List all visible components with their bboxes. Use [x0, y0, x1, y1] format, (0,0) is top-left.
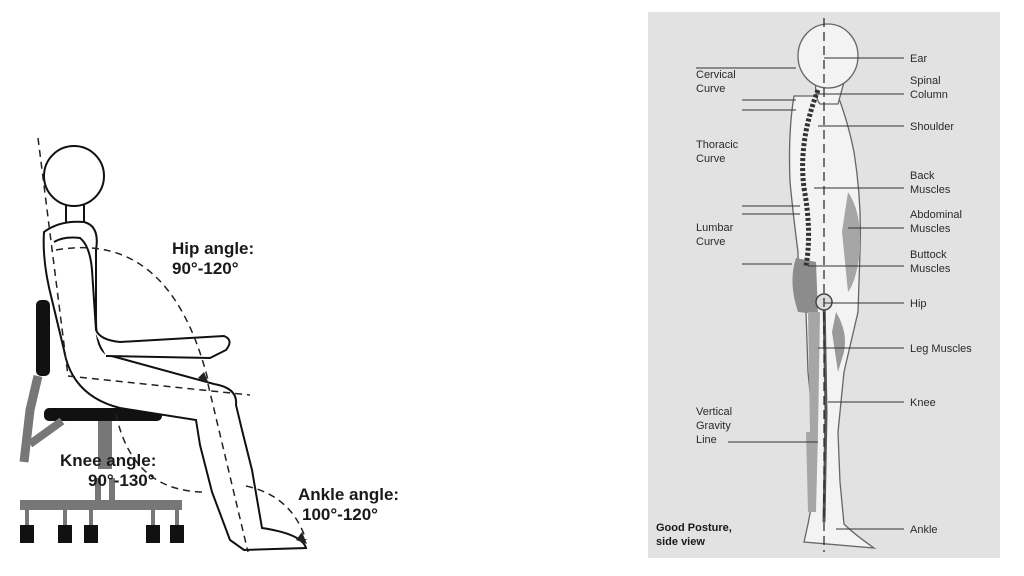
trunk-line: [37, 137, 69, 377]
standing-posture-svg: Cervical Curve Thoracic Curve Lumbar Cur…: [656, 18, 972, 552]
ankle-angle-arc: [245, 485, 307, 541]
figure-caption-line-1: Good Posture,: [656, 522, 732, 534]
hip-angle-title: Hip angle:: [172, 239, 254, 258]
knee-angle-arc: [115, 413, 203, 493]
chair-seat: [44, 408, 162, 421]
buttock-muscles: [792, 258, 818, 314]
ankle-arrow-icon: [296, 532, 307, 544]
label-ankle: Ankle: [910, 524, 938, 536]
ankle-angle-title: Ankle angle:: [298, 485, 399, 504]
standing-figure: [788, 18, 877, 552]
neck: [65, 205, 85, 222]
ankle-angle-range: 100°-120°: [302, 505, 378, 524]
svg-text:Curve: Curve: [696, 83, 725, 95]
thigh-line: [67, 375, 251, 396]
arm: [53, 236, 231, 360]
abdominal-muscles: [842, 192, 861, 292]
svg-text:Muscles: Muscles: [910, 223, 951, 235]
label-buttock-muscles: Buttock: [910, 249, 947, 261]
chair-caster: [146, 525, 160, 543]
svg-text:Gravity: Gravity: [696, 420, 731, 432]
label-cervical-curve: Cervical: [696, 69, 736, 81]
svg-text:Muscles: Muscles: [910, 184, 951, 196]
label-vertical-gravity-line: Vertical: [696, 406, 732, 418]
label-ear: Ear: [910, 53, 927, 65]
svg-text:Curve: Curve: [696, 153, 725, 165]
svg-text:Muscles: Muscles: [910, 263, 951, 275]
calf-muscles: [806, 432, 818, 512]
hip-angle-range: 90°-120°: [172, 259, 239, 278]
figure-caption-line-2: side view: [656, 536, 705, 548]
label-leg-muscles: Leg Muscles: [910, 343, 972, 355]
angle-reference-lines: [37, 137, 307, 553]
chair-column: [98, 421, 112, 469]
front-leg-muscles: [832, 312, 845, 372]
chair-caster: [84, 525, 98, 543]
label-hip: Hip: [910, 298, 927, 310]
hip-arrow-icon: [198, 372, 209, 384]
left-anatomy-labels: Cervical Curve Thoracic Curve Lumbar Cur…: [696, 69, 739, 446]
leg-bones: [822, 297, 828, 523]
hip-angle-arc: [55, 246, 209, 381]
svg-text:Line: Line: [696, 434, 717, 446]
leader-lines: [696, 57, 904, 530]
shin-line: [207, 383, 249, 553]
office-chair: [19, 300, 184, 543]
knee-angle-title: Knee angle:: [60, 451, 156, 470]
svg-text:Curve: Curve: [696, 236, 725, 248]
chair-back-support: [19, 374, 43, 463]
seated-figure: [42, 145, 308, 552]
label-spinal-column: Spinal: [910, 75, 941, 87]
chair-caster: [20, 525, 34, 543]
seated-posture-svg: Hip angle: 90°-120° Knee angle: 90°-130°…: [19, 137, 399, 553]
knee-angle-range: 90°-130°: [88, 471, 155, 490]
head: [797, 23, 859, 89]
label-lumbar-curve: Lumbar: [696, 222, 734, 234]
label-back-muscles: Back: [910, 170, 935, 182]
seated-posture-diagram: Hip angle: 90°-120° Knee angle: 90°-130°…: [0, 0, 470, 576]
chair-backrest: [36, 300, 50, 376]
label-abdominal-muscles: Abdominal: [910, 209, 962, 221]
label-shoulder: Shoulder: [910, 121, 954, 133]
right-anatomy-labels: Ear Spinal Column Shoulder Back Muscles …: [910, 53, 972, 536]
label-thoracic-curve: Thoracic: [696, 139, 739, 151]
chair-caster: [58, 525, 72, 543]
chair-caster: [170, 525, 184, 543]
head: [43, 145, 105, 207]
torso-and-leg: [42, 220, 308, 552]
chair-base: [20, 500, 182, 510]
svg-text:Column: Column: [910, 89, 948, 101]
standing-posture-diagram: Cervical Curve Thoracic Curve Lumbar Cur…: [648, 12, 1000, 558]
leg-muscles: [808, 312, 820, 432]
label-knee: Knee: [910, 397, 936, 409]
